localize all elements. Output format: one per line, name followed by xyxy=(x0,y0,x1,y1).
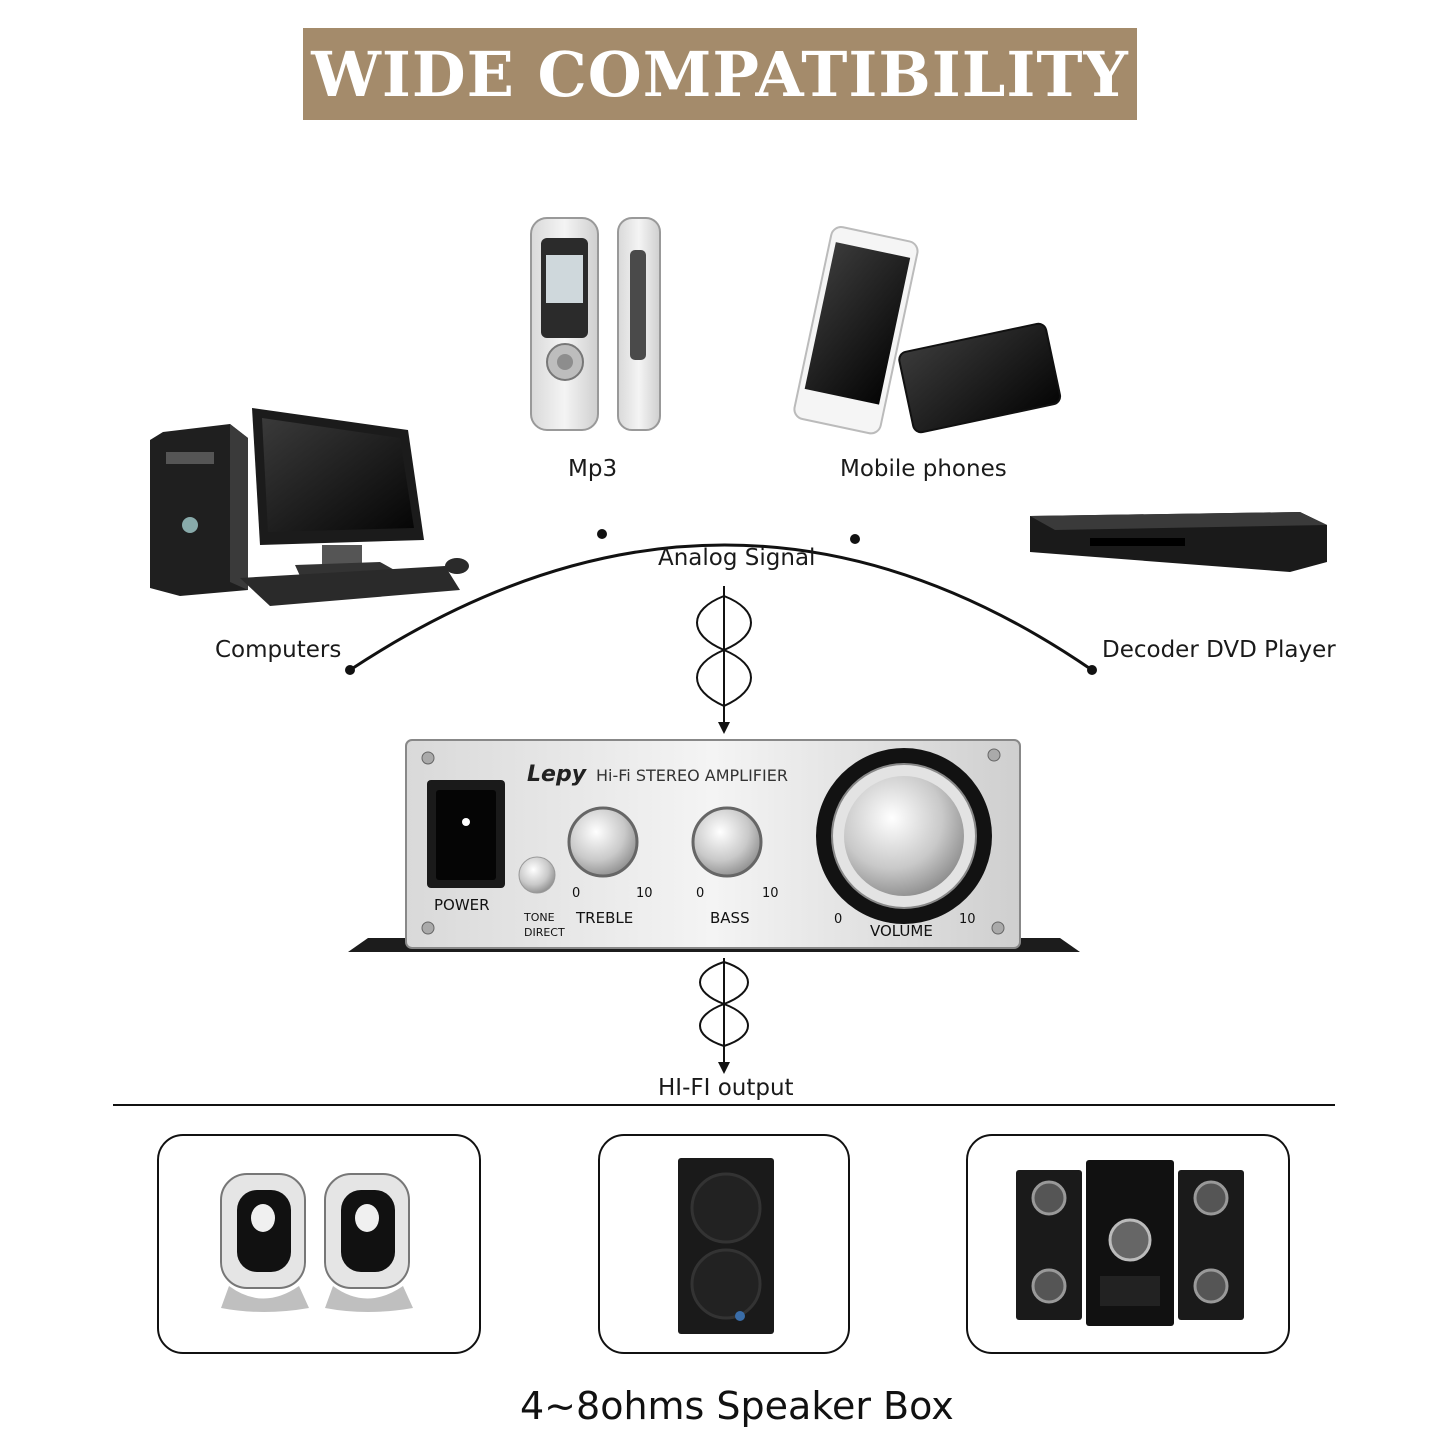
input-wave-arrow xyxy=(696,586,752,734)
amplifier-image xyxy=(348,739,1080,952)
speaker-box-desktop xyxy=(157,1134,481,1354)
mp3-label: Mp3 xyxy=(568,456,618,482)
bass-label: BASS xyxy=(710,909,750,927)
direct-label: DIRECT xyxy=(524,926,565,939)
treble-max: 10 xyxy=(636,886,653,901)
volume-label: VOLUME xyxy=(870,922,933,940)
mp3-player-image xyxy=(530,217,661,431)
output-wave-arrow xyxy=(699,958,749,1074)
title-banner: WIDE COMPATIBILITY xyxy=(303,28,1137,120)
volume-max: 10 xyxy=(959,912,976,927)
treble-min: 0 xyxy=(572,886,581,901)
dvd-player-label: Decoder DVD Player xyxy=(1102,637,1336,663)
analog-signal-label: Analog Signal xyxy=(658,545,816,571)
hifi-output-label: HI-FI output xyxy=(658,1075,794,1101)
tone-label: TONE xyxy=(524,911,555,924)
cabinet-speaker-icon xyxy=(678,1158,774,1334)
desktop-speakers-icon xyxy=(220,1173,413,1312)
amp-brand: Lepy xyxy=(527,762,587,787)
page-title: WIDE COMPATIBILITY xyxy=(311,37,1129,111)
dvd-player-image xyxy=(1030,512,1327,572)
mobile-phones-image xyxy=(793,226,1062,435)
computer-image xyxy=(150,408,469,606)
bass-min: 0 xyxy=(696,886,705,901)
signal-arc xyxy=(349,543,1093,672)
speaker-box-caption: 4~8ohms Speaker Box xyxy=(520,1384,954,1428)
speaker-box-home-theater xyxy=(966,1134,1290,1354)
speaker-box-cabinet xyxy=(598,1134,850,1354)
volume-min: 0 xyxy=(834,912,843,927)
bass-max: 10 xyxy=(762,886,779,901)
amp-model: Hi-Fi STEREO AMPLIFIER xyxy=(596,766,788,785)
treble-label: TREBLE xyxy=(576,909,634,927)
power-label: POWER xyxy=(434,896,490,914)
home-theater-icon xyxy=(1016,1160,1244,1326)
computers-label: Computers xyxy=(215,637,342,663)
mobile-phones-label: Mobile phones xyxy=(840,456,1007,482)
